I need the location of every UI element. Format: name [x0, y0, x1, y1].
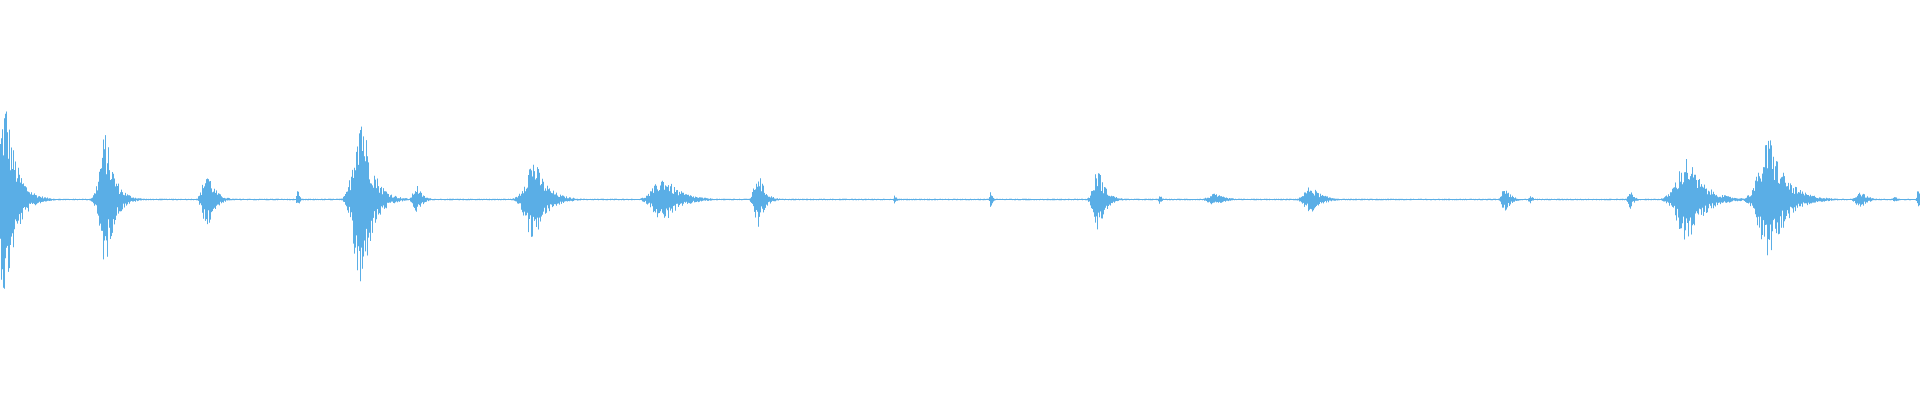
waveform-envelope: [0, 111, 1920, 289]
